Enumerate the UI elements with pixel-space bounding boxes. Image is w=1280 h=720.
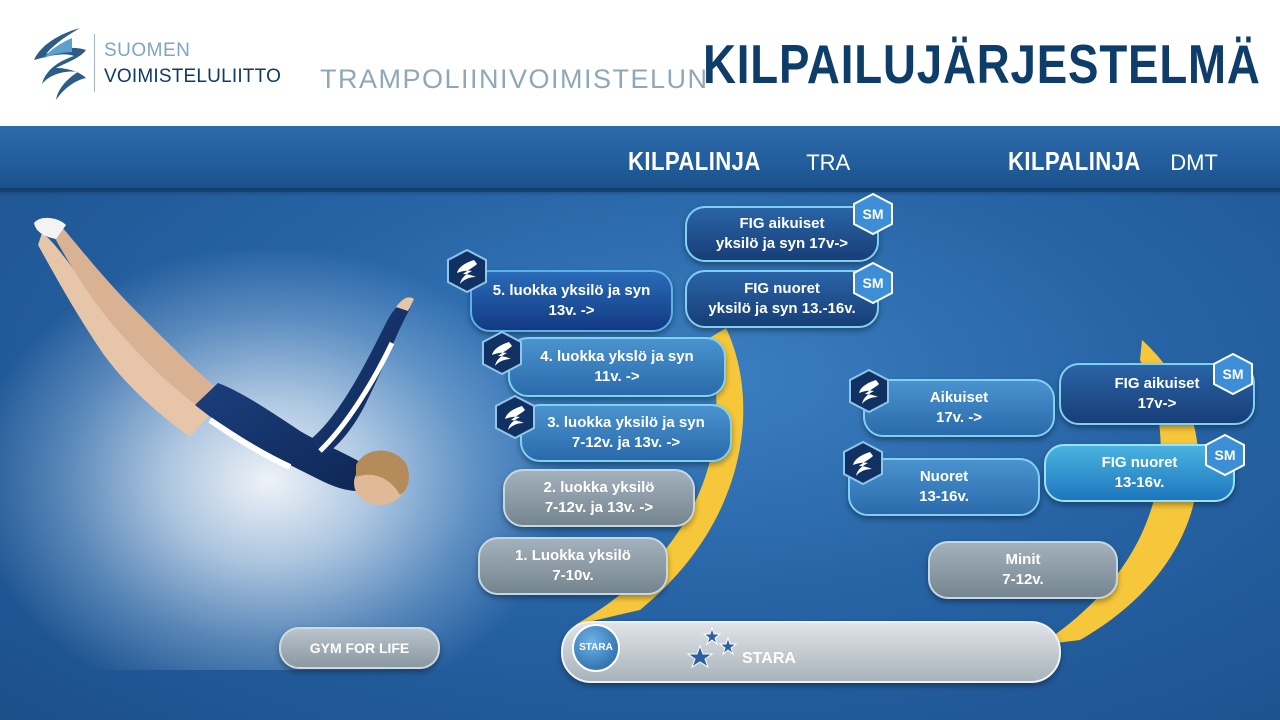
level-age: 17v-> [1137, 395, 1177, 412]
level-label: 3. luokka yksilö ja syn [547, 414, 705, 431]
federation-logo-icon [482, 330, 522, 376]
level-dmt-fig-juniors[interactable]: FIG nuoret 13-16v. [1044, 444, 1235, 502]
column-header-dmt-light: DMT [1170, 150, 1218, 175]
page-title: KILPAILUJÄRJESTELMÄ [703, 33, 1261, 95]
page-subtitle: TRAMPOLIINIVOIMISTELUN [320, 64, 709, 94]
level-age: 11v. -> [594, 368, 640, 385]
level-dmt-fig-adults[interactable]: FIG aikuiset 17v-> [1059, 363, 1255, 425]
header: SUOMEN VOIMISTELULIITTO TRAMPOLIINIVOIMI… [0, 0, 1280, 126]
level-age: 7-12v. [1002, 571, 1044, 588]
sm-badge-label: SM [863, 206, 884, 222]
voimisteluliitto-logo-icon [34, 28, 86, 100]
level-label: 5. luokka yksilö ja syn [492, 282, 651, 299]
logo-text-line1: SUOMEN [104, 40, 191, 61]
level-label: 1. Luokka yksilö [515, 547, 631, 564]
sm-badge-icon: SM [1205, 433, 1245, 477]
stara-badge-icon: STARA [572, 624, 620, 672]
stara-bar[interactable] [561, 621, 1061, 683]
column-header-dmt-bold: KILPALINJA [1008, 146, 1141, 176]
level-label: Nuoret [919, 468, 969, 485]
level-dmt-minis[interactable]: Minit 7-12v. [928, 541, 1118, 599]
level-tra-class-1[interactable]: 1. Luokka yksilö 7-10v. [478, 537, 668, 595]
level-label: FIG nuoret [744, 280, 820, 297]
level-age: yksilö ja syn 13.-16v. [708, 300, 856, 317]
sm-badge-icon: SM [853, 192, 893, 236]
level-label: Minit [1005, 551, 1041, 568]
column-header-tra-bold: KILPALINJA [628, 146, 761, 176]
band-shadow [0, 188, 1280, 196]
level-label: 2. luokka yksilö [543, 479, 655, 496]
level-tra-class-3[interactable]: 3. luokka yksilö ja syn 7-12v. ja 13v. -… [520, 404, 732, 462]
federation-logo-icon [495, 394, 535, 440]
level-label: Aikuiset [929, 389, 989, 406]
federation-logo-icon [849, 368, 889, 414]
level-dmt-juniors[interactable]: Nuoret 13-16v. [848, 458, 1040, 516]
level-tra-class-2[interactable]: 2. luokka yksilö 7-12v. ja 13v. -> [503, 469, 695, 527]
sm-badge-icon: SM [1213, 352, 1253, 396]
logo-text-line2: VOIMISTELULIITTO [104, 66, 282, 87]
level-tra-fig-juniors[interactable]: FIG nuoret yksilö ja syn 13.-16v. [685, 270, 879, 328]
column-header-tra: KILPALINJA TRA [628, 146, 850, 177]
column-header-tra-light: TRA [806, 150, 851, 175]
column-header-band [0, 126, 1280, 192]
federation-logo-icon [843, 440, 883, 486]
level-age: yksilö ja syn 17v-> [715, 235, 849, 252]
level-dmt-adults[interactable]: Aikuiset 17v. -> [863, 379, 1055, 437]
level-tra-class-4[interactable]: 4. luokka ykslö ja syn 11v. -> [508, 337, 726, 397]
stars-icon [686, 626, 738, 668]
level-age: 13-16v. [1114, 474, 1165, 491]
level-tra-class-5[interactable]: 5. luokka yksilö ja syn 13v. -> [470, 270, 673, 332]
level-age: 7-12v. ja 13v. -> [544, 499, 654, 516]
level-label: FIG aikuiset [1114, 375, 1200, 392]
level-age: 17v. -> [935, 409, 982, 426]
level-label: 4. luokka ykslö ja syn [540, 348, 694, 365]
stara-label: STARA [742, 650, 796, 667]
level-tra-fig-adults[interactable]: FIG aikuiset yksilö ja syn 17v-> [685, 206, 879, 262]
level-age: 7-10v. [552, 567, 594, 584]
level-age: 13v. -> [548, 302, 595, 319]
gym-for-life-label: GYM FOR LIFE [309, 640, 410, 656]
level-label: FIG nuoret [1101, 454, 1178, 471]
logo-divider [94, 34, 95, 92]
level-label: FIG aikuiset [739, 215, 825, 232]
gym-for-life-button[interactable]: GYM FOR LIFE [279, 627, 440, 669]
sm-badge-label: SM [1215, 447, 1236, 463]
level-age: 13-16v. [919, 488, 969, 505]
column-header-dmt: KILPALINJA DMT [1008, 146, 1218, 177]
sm-badge-icon: SM [853, 261, 893, 305]
sm-badge-label: SM [1223, 366, 1244, 382]
level-age: 7-12v. ja 13v. -> [571, 434, 681, 451]
sm-badge-label: SM [863, 275, 884, 291]
gymnast-illustration [34, 217, 414, 505]
federation-logo-icon [447, 248, 487, 294]
